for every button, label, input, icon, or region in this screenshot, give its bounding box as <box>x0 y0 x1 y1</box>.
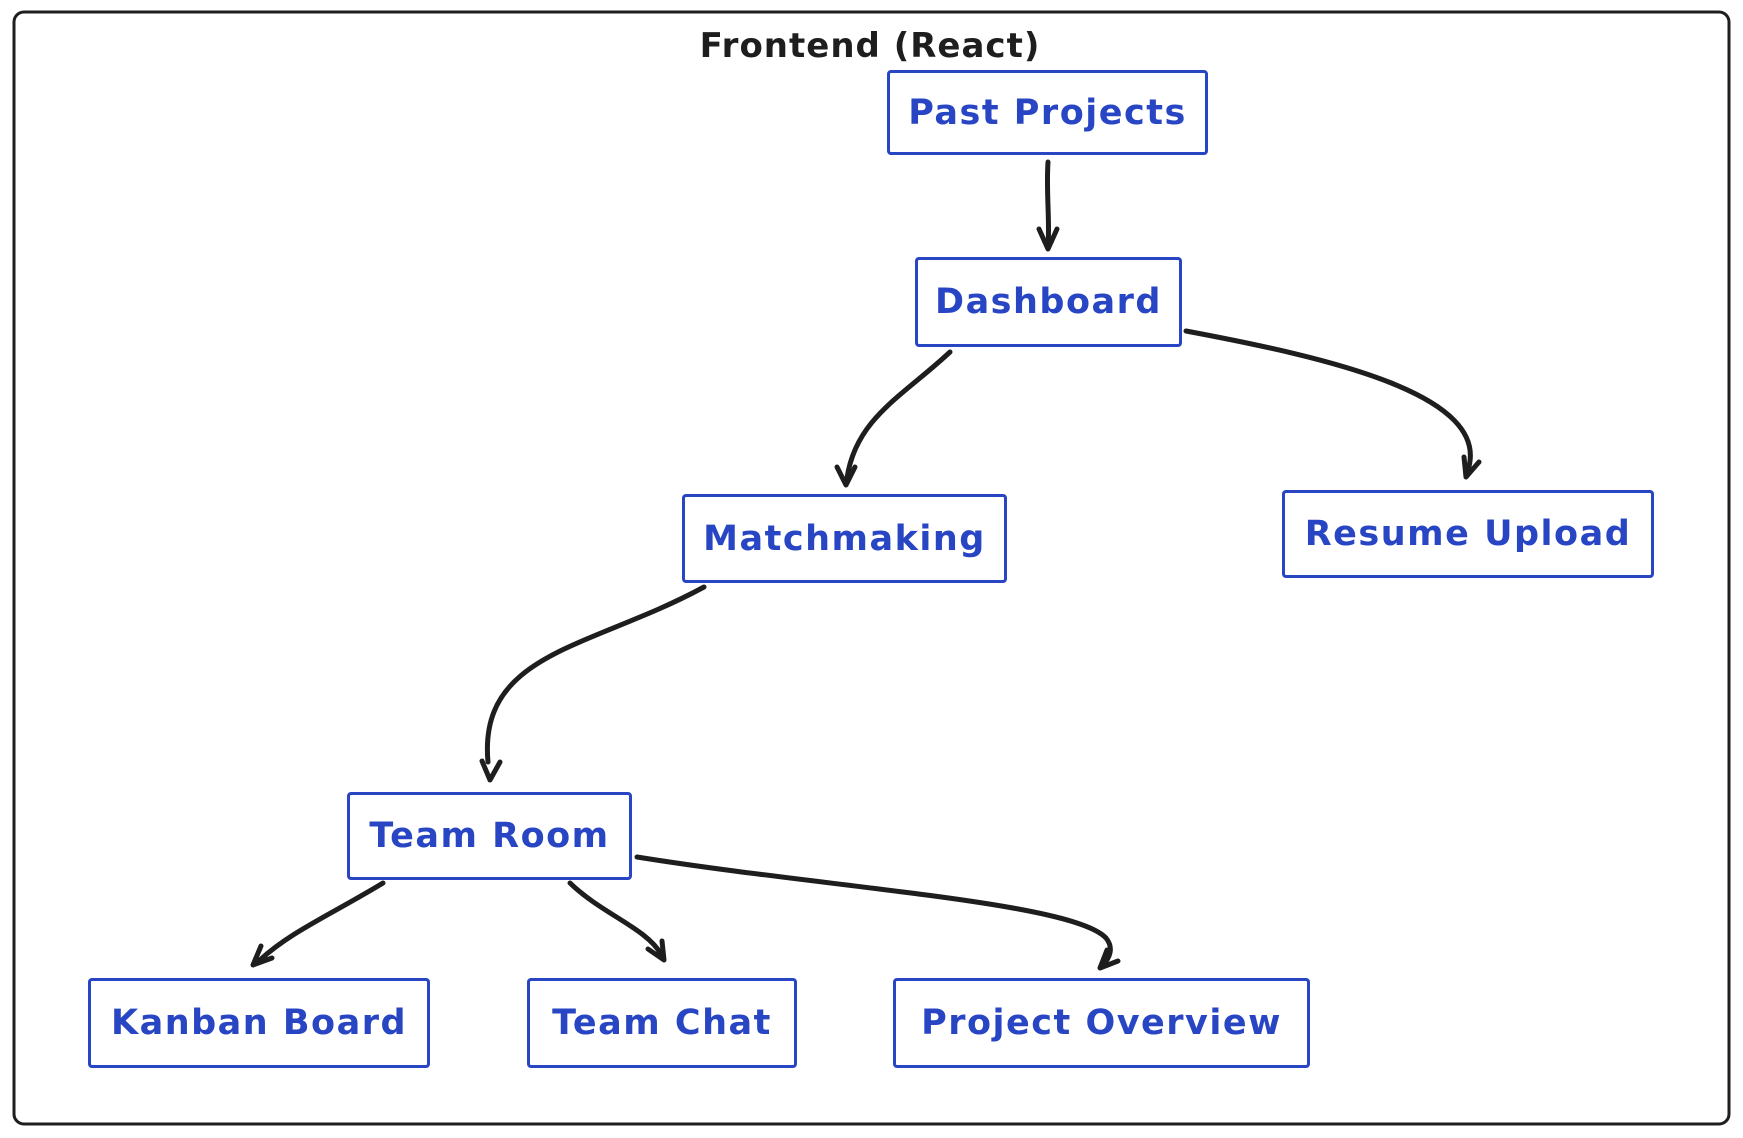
node-dashboard[interactable]: Dashboard <box>915 257 1182 347</box>
node-project-overview[interactable]: Project Overview <box>893 978 1310 1068</box>
node-label: Dashboard <box>935 282 1162 322</box>
node-label: Matchmaking <box>703 518 986 559</box>
node-label: Kanban Board <box>110 1003 408 1043</box>
arrow-dashboard-to-matchmaking[interactable] <box>834 349 953 488</box>
node-label: Team Room <box>369 816 610 856</box>
node-team-chat[interactable]: Team Chat <box>527 978 797 1068</box>
node-matchmaking[interactable]: Matchmaking <box>682 494 1007 583</box>
arrow-team-room-to-team-chat[interactable] <box>567 880 667 963</box>
node-resume-upload[interactable]: Resume Upload <box>1282 490 1654 578</box>
node-past-projects[interactable]: Past Projects <box>887 70 1208 155</box>
node-label: Team Chat <box>552 1003 772 1043</box>
arrow-past-projects-to-dashboard[interactable] <box>1036 159 1060 252</box>
frame-title: Frontend (React) <box>699 26 1041 66</box>
node-label: Past Projects <box>908 92 1187 133</box>
node-label: Project Overview <box>921 1003 1282 1043</box>
arrow-dashboard-to-resume-upload[interactable] <box>1183 328 1482 480</box>
node-kanban-board[interactable]: Kanban Board <box>88 978 430 1068</box>
node-team-room[interactable]: Team Room <box>347 792 632 880</box>
node-label: Resume Upload <box>1304 514 1632 554</box>
frontend-frame[interactable] <box>12 10 1731 1126</box>
arrow-team-room-to-project-overview[interactable] <box>634 854 1121 971</box>
arrow-matchmaking-to-team-room[interactable] <box>479 584 707 783</box>
arrow-team-room-to-kanban-board[interactable] <box>250 880 386 968</box>
